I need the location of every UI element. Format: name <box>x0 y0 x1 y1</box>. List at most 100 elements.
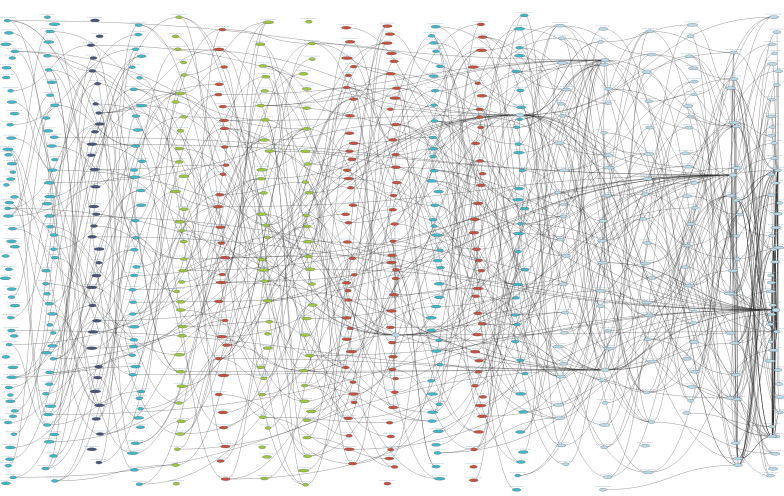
graph-node <box>643 51 660 57</box>
graph-node <box>297 481 314 487</box>
graph-node <box>217 475 234 481</box>
graph-node <box>388 84 405 90</box>
graph-node <box>299 238 316 244</box>
node-shape <box>129 168 139 172</box>
graph-node <box>127 440 144 445</box>
graph-node <box>771 199 784 205</box>
graph-edge <box>437 417 560 454</box>
graph-edge <box>346 27 481 162</box>
node-shape <box>130 273 138 278</box>
node-shape <box>217 410 228 415</box>
graph-node <box>299 160 316 166</box>
node-shape <box>128 325 140 329</box>
graph-edge <box>560 103 610 349</box>
node-shape <box>385 72 396 76</box>
graph-node <box>295 70 312 76</box>
hub-node <box>600 367 610 373</box>
node-shape <box>766 473 775 478</box>
node-shape <box>47 168 58 172</box>
graph-node <box>512 357 529 362</box>
graph-edge <box>265 98 354 226</box>
node-shape <box>392 376 399 381</box>
graph-node <box>134 158 150 163</box>
node-shape <box>6 287 17 291</box>
node-shape <box>687 114 695 119</box>
graph-edge <box>396 182 480 361</box>
node-shape <box>345 114 355 118</box>
node-shape <box>91 417 101 421</box>
node-shape <box>596 260 609 265</box>
graph-edge <box>10 48 136 125</box>
graph-node <box>508 486 525 492</box>
node-shape <box>256 103 265 108</box>
graph-node <box>84 140 100 146</box>
graph-edge <box>647 178 736 376</box>
graph-edge <box>11 137 134 341</box>
node-shape <box>690 92 698 97</box>
graph-node <box>300 18 317 24</box>
node-shape <box>432 258 443 263</box>
graph-node <box>298 417 315 422</box>
graph-node <box>686 78 703 84</box>
graph-edge <box>560 153 650 377</box>
node-shape <box>216 459 225 463</box>
node-shape <box>303 224 312 229</box>
graph-edge <box>772 331 778 437</box>
graph-edge <box>98 115 137 463</box>
node-shape <box>130 248 139 252</box>
graph-node <box>426 167 443 173</box>
graph-edge <box>11 249 135 378</box>
graph-node <box>428 463 445 469</box>
node-shape <box>348 392 359 396</box>
graph-node <box>339 166 355 172</box>
node-shape <box>6 177 16 181</box>
node-shape <box>436 64 444 68</box>
graph-node <box>381 30 398 36</box>
node-shape <box>302 418 311 422</box>
graph-edge <box>519 114 689 167</box>
node-shape <box>178 268 188 273</box>
graph-edge <box>478 260 562 377</box>
node-shape <box>302 435 312 440</box>
node-shape <box>86 142 98 146</box>
graph-node <box>764 232 781 238</box>
graph-node <box>387 151 404 157</box>
graph-edge <box>646 245 688 393</box>
node-shape <box>474 359 484 363</box>
node-shape <box>49 233 59 237</box>
node-shape <box>174 91 186 96</box>
graph-edge <box>135 213 262 444</box>
graph-edge <box>437 309 777 454</box>
graph-edge <box>600 24 693 43</box>
node-shape <box>382 24 393 28</box>
graph-node <box>172 306 189 312</box>
graph-edge <box>352 204 393 343</box>
graph-edge <box>519 47 652 423</box>
graph-node <box>643 418 660 424</box>
node-shape <box>173 353 185 357</box>
node-shape <box>4 31 14 35</box>
node-shape <box>45 370 55 375</box>
node-shape <box>176 300 186 304</box>
graph-edge <box>479 109 519 189</box>
graph-node <box>427 48 444 53</box>
graph-node <box>770 210 784 216</box>
graph-node <box>299 452 316 458</box>
graph-node <box>508 124 525 129</box>
graph-node <box>216 63 233 69</box>
graph-node <box>295 367 312 373</box>
graph-node <box>678 355 695 361</box>
graph-edge <box>133 89 266 121</box>
graph-node <box>729 455 746 461</box>
graph-node <box>89 80 106 86</box>
graph-edge <box>306 174 734 319</box>
graph-edge <box>390 73 518 285</box>
graph-node <box>39 421 56 427</box>
graph-node <box>168 480 185 486</box>
graph-node <box>763 279 780 285</box>
graph-edge <box>94 164 227 170</box>
graph-node <box>635 215 652 221</box>
graph-node <box>765 246 782 252</box>
node-shape <box>344 131 355 135</box>
graph-node <box>38 267 54 273</box>
